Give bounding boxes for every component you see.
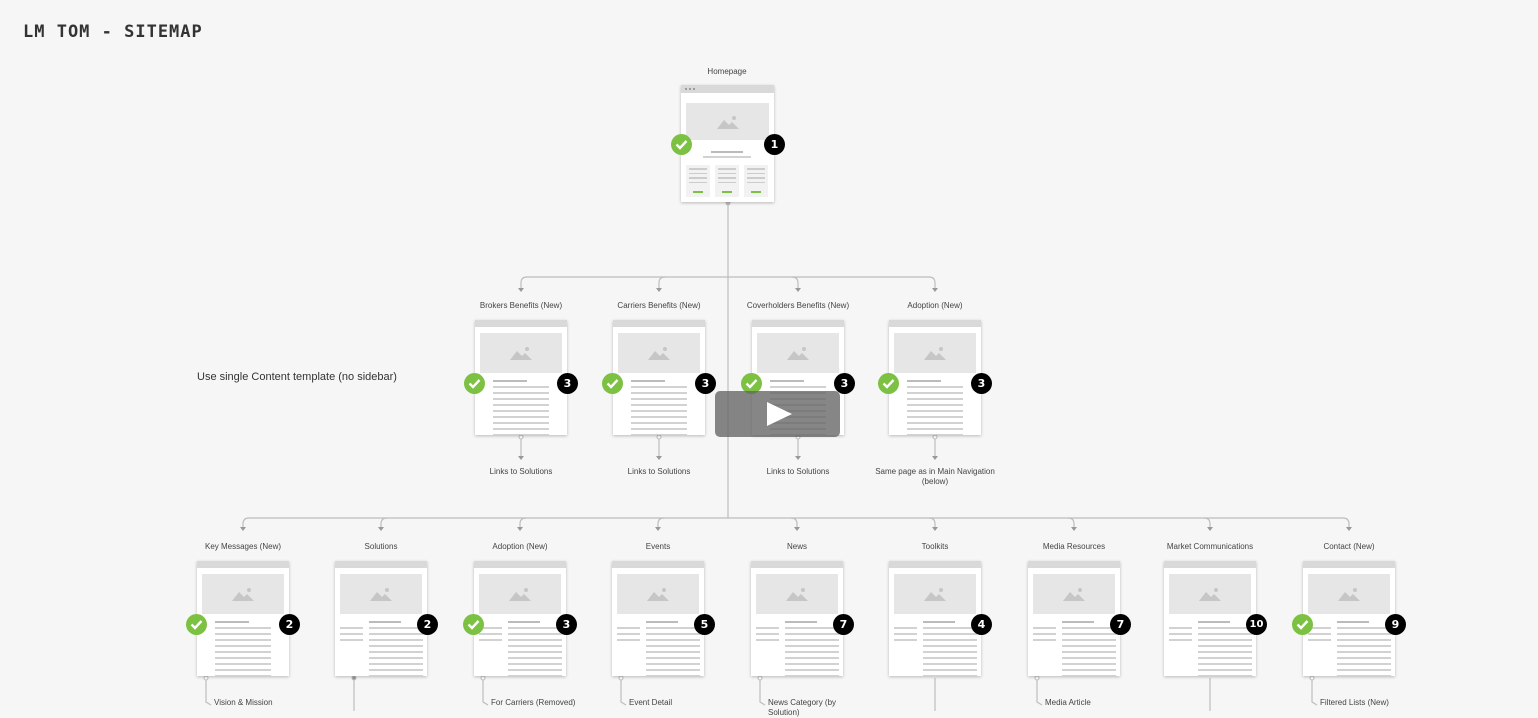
level1-label: Brokers Benefits (New) xyxy=(479,301,563,310)
level2-count-badge: 7 xyxy=(833,614,854,635)
feature-column xyxy=(715,165,739,197)
level2-note: Event Detail xyxy=(629,698,673,707)
level1-page-thumbnail[interactable] xyxy=(475,320,567,435)
level2-label: Events xyxy=(645,542,671,551)
image-placeholder-icon xyxy=(1169,574,1251,614)
page-title: LM TOM - SITEMAP xyxy=(23,22,203,42)
level2-count-badge: 10 xyxy=(1246,614,1267,635)
image-placeholder-icon xyxy=(686,103,769,140)
level2-label: Contact (New) xyxy=(1323,542,1375,551)
level2-count-badge: 5 xyxy=(694,614,715,635)
check-icon xyxy=(602,373,623,394)
level1-page-thumbnail[interactable] xyxy=(889,320,981,435)
homepage-count-badge: 1 xyxy=(764,134,785,155)
level1-label: Adoption (New) xyxy=(907,301,963,310)
level1-count-badge: 3 xyxy=(557,373,578,394)
level2-page-thumbnail[interactable] xyxy=(335,561,427,676)
level2-label: Market Communications xyxy=(1166,542,1254,551)
level2-label: Key Messages (New) xyxy=(204,542,282,551)
level2-note: Filtered Lists (New) xyxy=(1320,698,1389,707)
level2-page-thumbnail[interactable] xyxy=(751,561,843,676)
level1-note: Links to Solutions xyxy=(489,467,553,476)
level1-label: Carriers Benefits (New) xyxy=(617,301,701,310)
level2-page-thumbnail[interactable] xyxy=(612,561,704,676)
image-placeholder-icon xyxy=(618,333,700,373)
level1-count-badge: 3 xyxy=(834,373,855,394)
check-icon xyxy=(878,373,899,394)
level1-note: Links to Solutions xyxy=(627,467,691,476)
image-placeholder-icon xyxy=(480,333,562,373)
level2-note: For Carriers (Removed) xyxy=(491,698,576,707)
play-icon xyxy=(767,402,792,426)
level2-note: Media Article xyxy=(1045,698,1091,707)
level2-label: Adoption (New) xyxy=(492,542,548,551)
homepage-thumbnail[interactable] xyxy=(681,85,774,202)
level2-page-thumbnail[interactable] xyxy=(197,561,289,676)
feature-column xyxy=(686,165,710,197)
level2-label: Solutions xyxy=(364,542,398,551)
check-icon xyxy=(464,373,485,394)
level2-page-thumbnail[interactable] xyxy=(1303,561,1395,676)
check-icon xyxy=(463,614,484,635)
level1-count-badge: 3 xyxy=(695,373,716,394)
image-placeholder-icon xyxy=(479,574,561,614)
level1-note: Links to Solutions xyxy=(766,467,830,476)
level2-page-thumbnail[interactable] xyxy=(1164,561,1256,676)
check-icon xyxy=(1292,614,1313,635)
level2-count-badge: 7 xyxy=(1110,614,1131,635)
level2-count-badge: 2 xyxy=(279,614,300,635)
image-placeholder-icon xyxy=(756,574,838,614)
level2-page-thumbnail[interactable] xyxy=(474,561,566,676)
level1-label: Coverholders Benefits (New) xyxy=(746,301,850,310)
image-placeholder-icon xyxy=(894,574,976,614)
level2-label: Media Resources xyxy=(1042,542,1106,551)
browser-toolbar xyxy=(681,85,774,93)
level2-page-thumbnail[interactable] xyxy=(1028,561,1120,676)
level1-note: Same page as in Main Navigation (below) xyxy=(875,467,995,486)
video-play-button[interactable] xyxy=(715,391,840,437)
level1-page-thumbnail[interactable] xyxy=(613,320,705,435)
level2-label: Toolkits xyxy=(921,542,949,551)
level2-page-thumbnail[interactable] xyxy=(889,561,981,676)
image-placeholder-icon xyxy=(202,574,284,614)
image-placeholder-icon xyxy=(340,574,422,614)
level2-label: News xyxy=(786,542,807,551)
image-placeholder-icon xyxy=(1033,574,1115,614)
level2-count-badge: 4 xyxy=(971,614,992,635)
homepage-label: Homepage xyxy=(707,67,747,76)
image-placeholder-icon xyxy=(894,333,976,373)
feature-column xyxy=(744,165,768,197)
level2-note: News Category (by Solution) xyxy=(768,698,837,717)
check-icon xyxy=(186,614,207,635)
level1-count-badge: 3 xyxy=(971,373,992,394)
level2-count-badge: 3 xyxy=(556,614,577,635)
image-placeholder-icon xyxy=(617,574,699,614)
level2-note: Vision & Mission xyxy=(214,698,273,707)
image-placeholder-icon xyxy=(1308,574,1390,614)
check-icon xyxy=(671,134,692,155)
level2-count-badge: 9 xyxy=(1385,614,1406,635)
image-placeholder-icon xyxy=(757,333,839,373)
check-icon xyxy=(741,373,762,394)
level2-count-badge: 2 xyxy=(417,614,438,635)
template-note: Use single Content template (no sidebar) xyxy=(197,371,397,383)
